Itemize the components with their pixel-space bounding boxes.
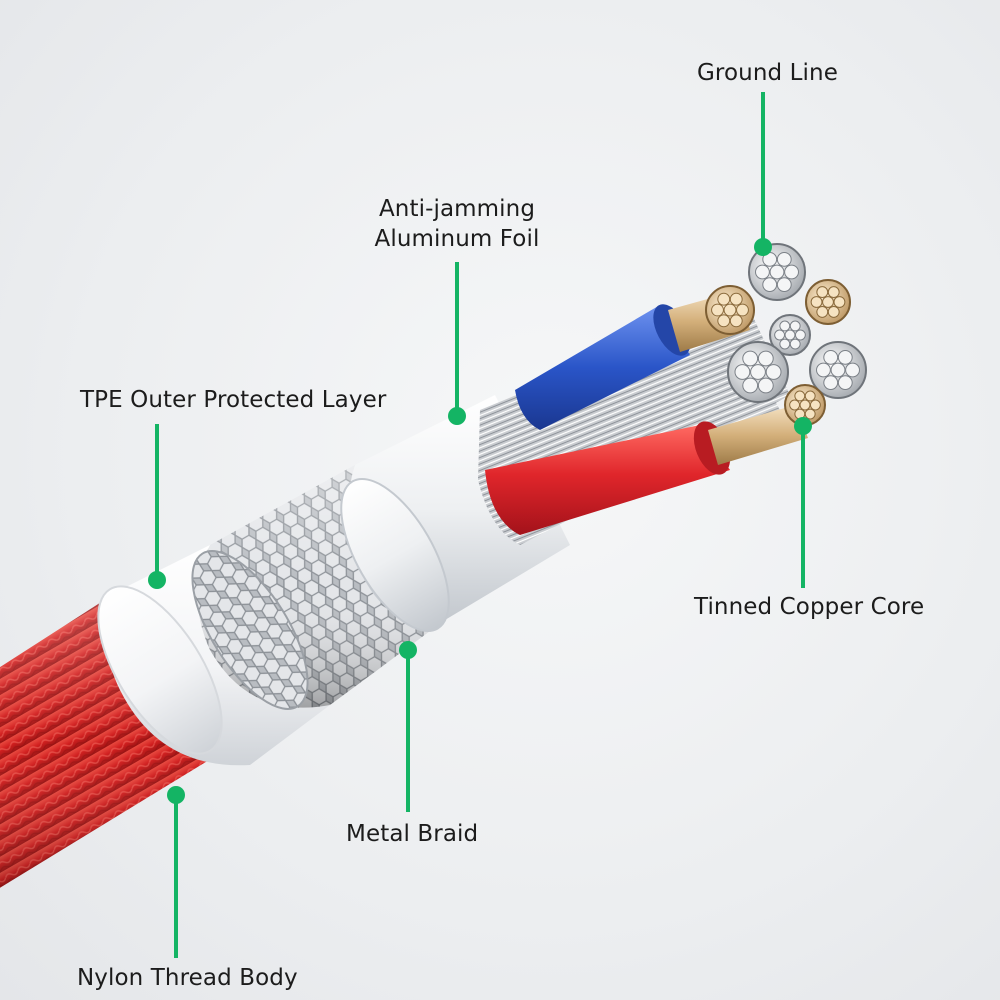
strand-dot (757, 350, 774, 367)
callout-ground-line (754, 92, 772, 256)
strand-dot (845, 362, 860, 378)
strand-dot (729, 314, 743, 328)
strand-dot (837, 349, 853, 365)
strand-dot (717, 292, 731, 306)
callout-nylon-body (167, 786, 185, 958)
strand-dot (776, 277, 792, 293)
callout-tpe-layer (148, 424, 166, 589)
label-ground-line: Ground Line (697, 60, 838, 86)
strand-dot (779, 338, 791, 350)
strand-dot (729, 292, 743, 306)
strand-dot (830, 362, 846, 378)
callout-lines (148, 92, 812, 958)
label-metal-braid: Metal Braid (346, 821, 479, 847)
strand-dot (757, 377, 774, 394)
strand-dot (823, 375, 839, 391)
strand-dot (779, 320, 791, 332)
strand-dot (789, 399, 801, 411)
strand-dot (804, 408, 816, 420)
strand-dots (711, 251, 860, 420)
strand-dot (774, 329, 786, 341)
strand-dot (734, 364, 751, 380)
label-tinned-copper: Tinned Copper Core (694, 594, 925, 620)
nylon-thread-body (0, 590, 250, 888)
label-aluminum-foil: Anti-jamming Aluminum Foil (372, 194, 542, 254)
strand-dot (711, 303, 724, 317)
label-tpe-layer: TPE Outer Protected Layer (80, 387, 387, 413)
strand-dot (755, 264, 770, 280)
strand-dot (789, 338, 801, 350)
strand-dot (784, 264, 799, 280)
label-aluminum-foil-line2: Aluminum Foil (374, 226, 540, 252)
strand-dot (799, 399, 811, 411)
strand-dot (776, 251, 792, 267)
strand-dot (762, 277, 778, 293)
red-wire (485, 405, 808, 535)
callout-aluminum-foil (448, 262, 466, 425)
strand-dot (784, 329, 796, 341)
strand-dot (827, 286, 840, 299)
strand-dot (823, 349, 839, 365)
strand-dot (827, 305, 840, 318)
strand-dot (742, 350, 759, 367)
label-aluminum-foil-line1: Anti-jamming (378, 196, 536, 222)
strand-dot (789, 320, 801, 332)
strand-dot (816, 305, 829, 318)
strand-dot (816, 362, 831, 378)
strand-dot (742, 377, 759, 394)
strand-dot (822, 296, 834, 308)
strand-dot (794, 329, 806, 341)
strand-dot (809, 399, 821, 411)
strand-dot (736, 303, 749, 317)
callout-metal-braid (399, 641, 417, 812)
strand-dot (717, 314, 731, 328)
strand-dot (723, 303, 737, 317)
strand-dot (837, 375, 853, 391)
strand-dot (794, 390, 806, 402)
strand-dot (816, 286, 829, 299)
strand-dot (750, 364, 766, 380)
strand-dot (833, 296, 846, 308)
strand-dot (769, 264, 785, 280)
strand-dot (804, 390, 816, 402)
label-nylon-body: Nylon Thread Body (77, 965, 298, 991)
strand-dot (765, 364, 782, 380)
callout-tinned-copper (794, 417, 812, 588)
strand-dot (810, 296, 823, 308)
